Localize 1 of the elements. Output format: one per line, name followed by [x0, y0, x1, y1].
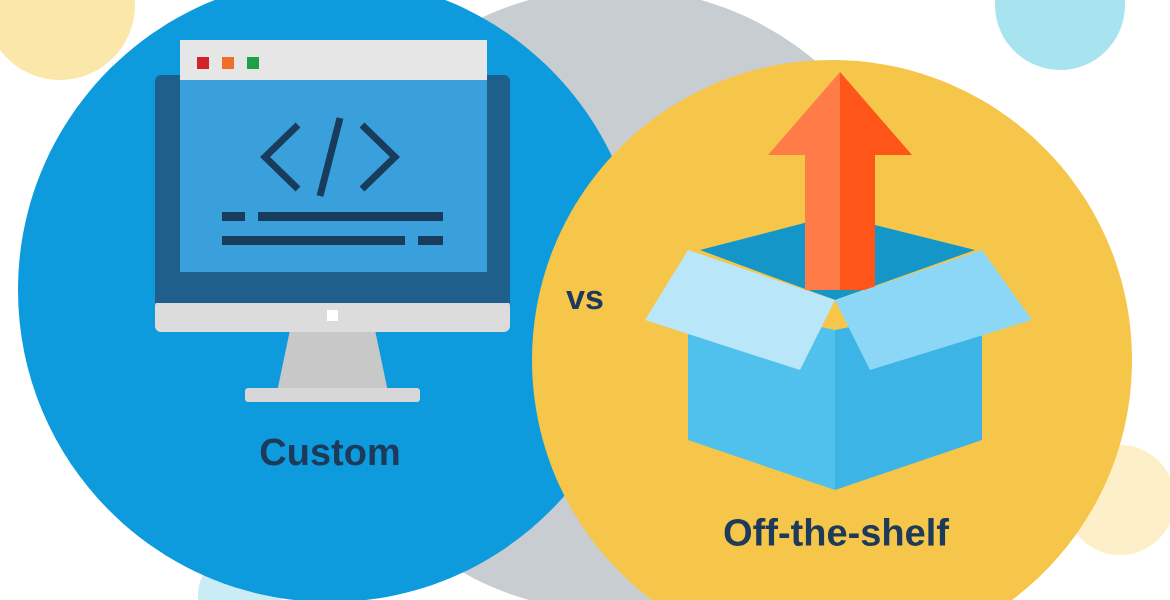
vs-label: vs — [566, 290, 603, 310]
